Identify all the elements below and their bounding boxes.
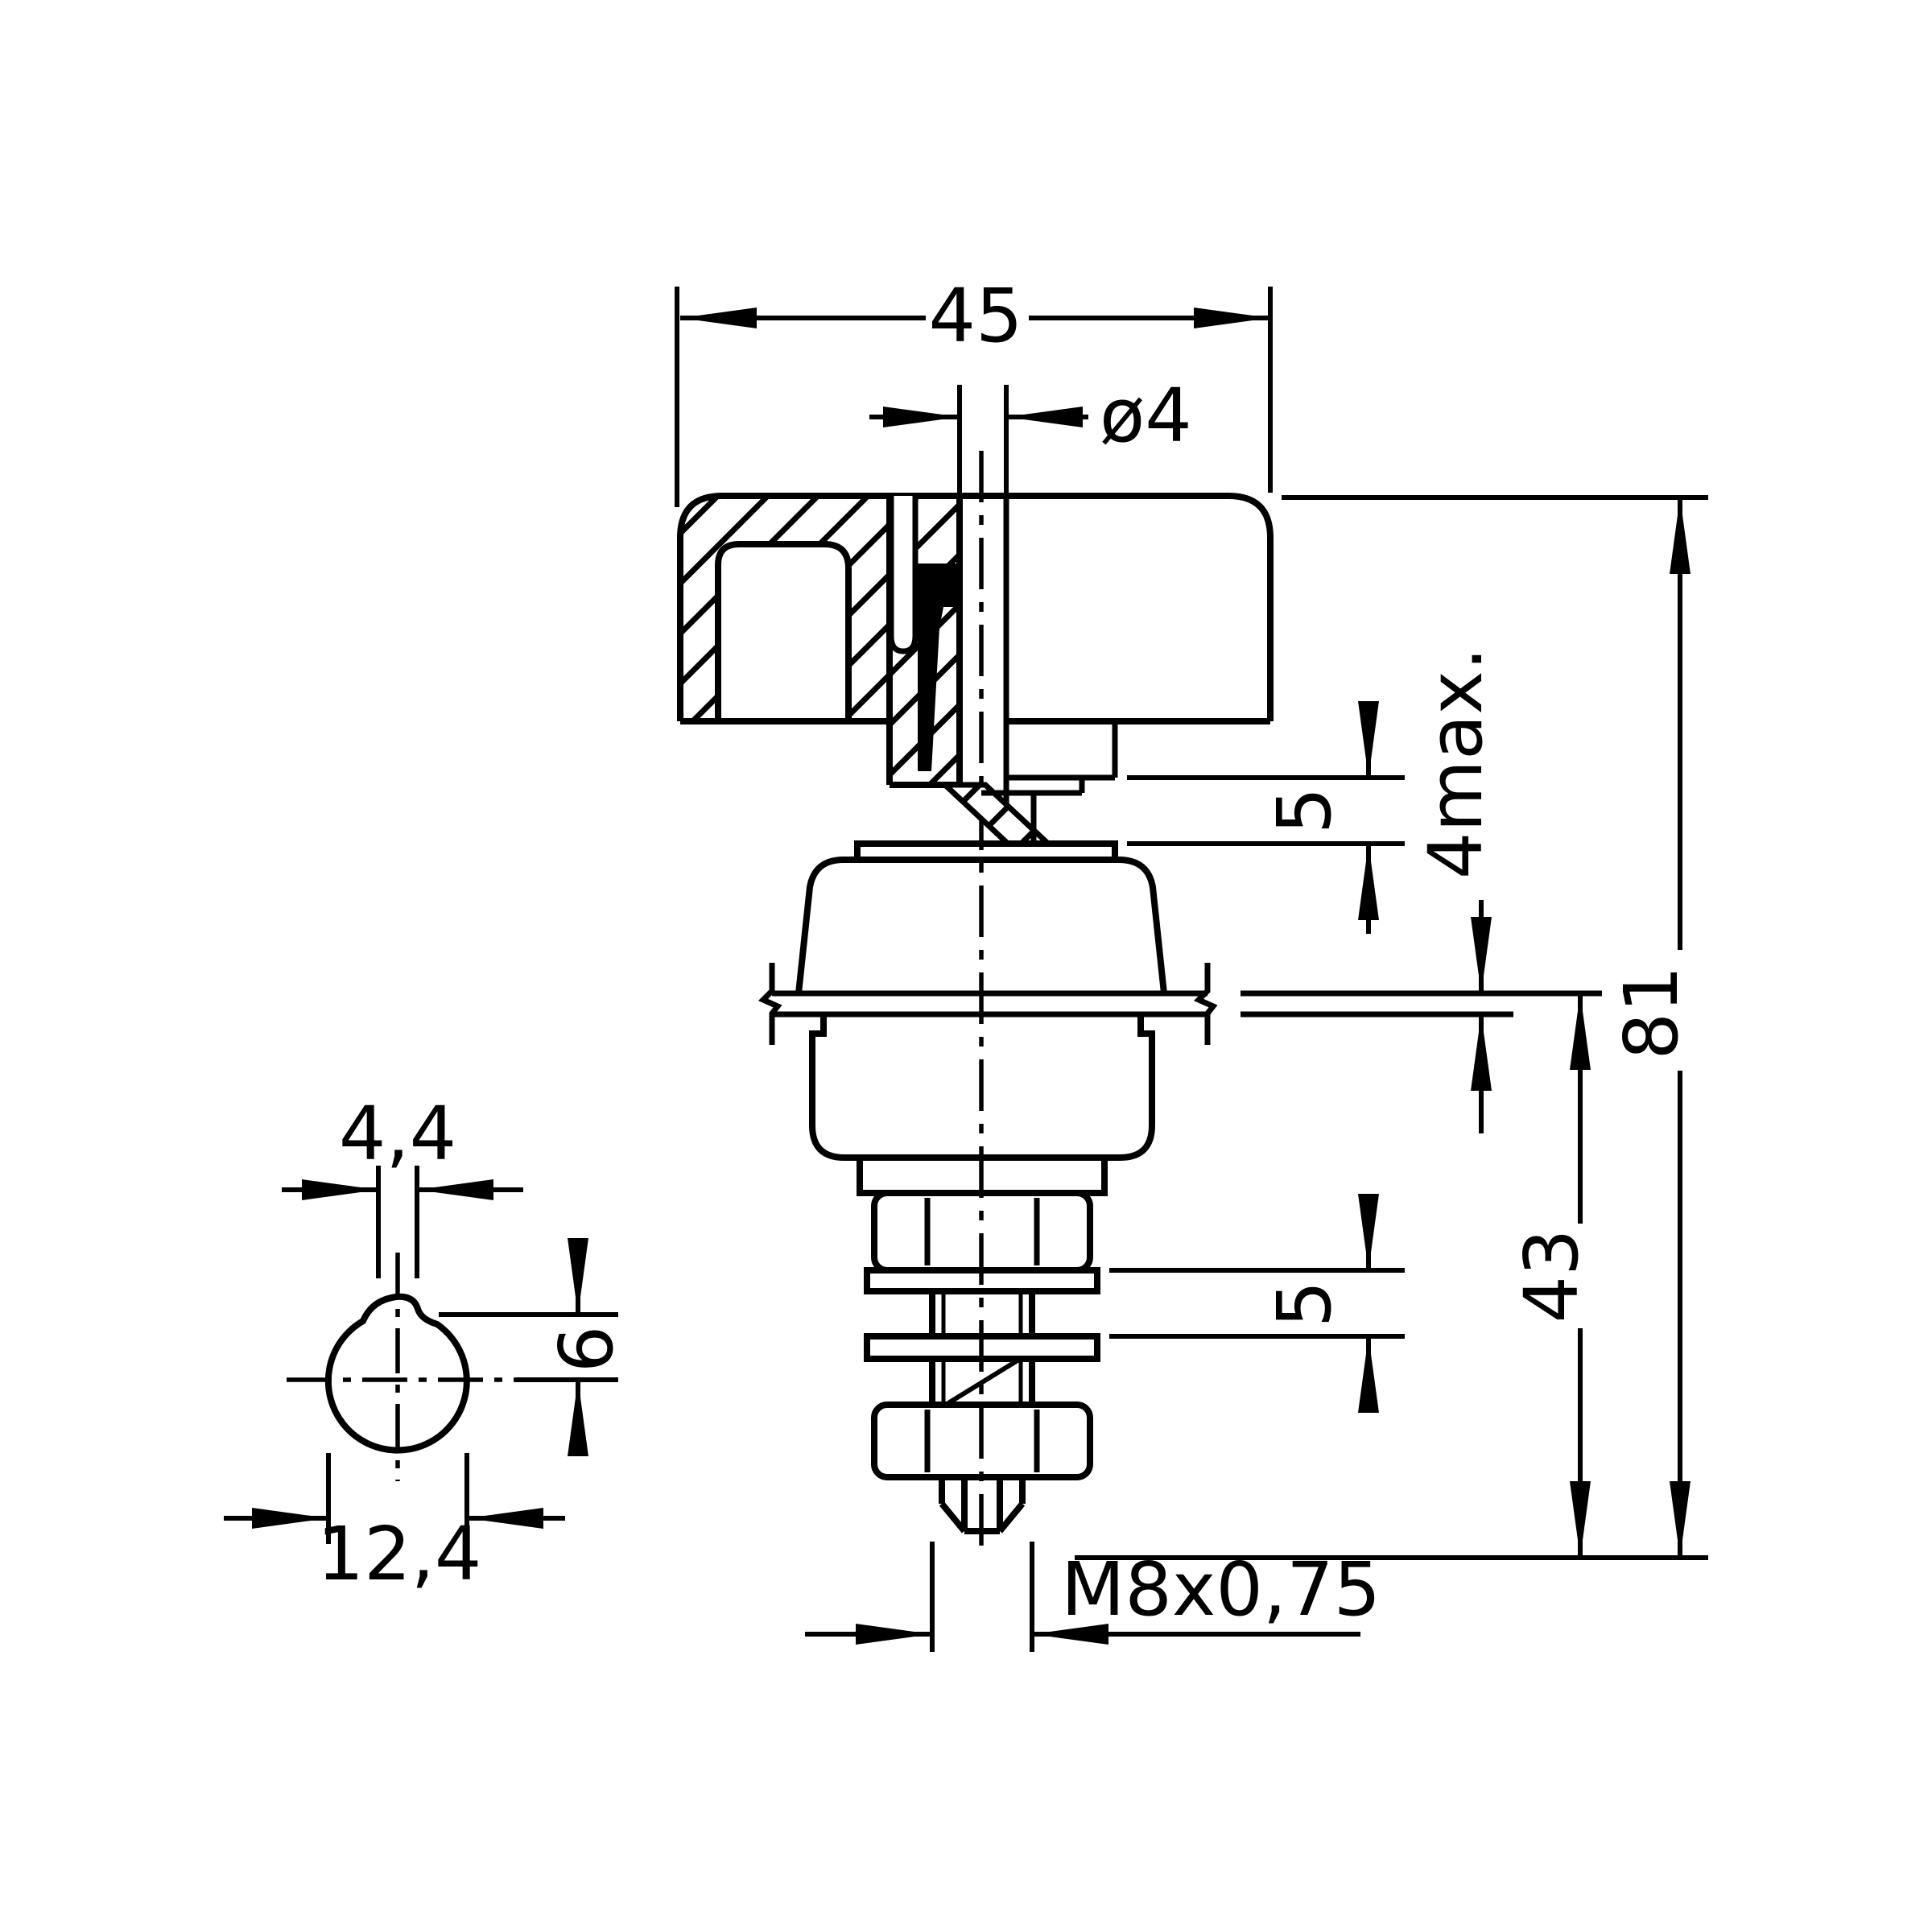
thread-runout — [947, 1358, 1019, 1406]
dim-jack-dia — [869, 385, 1088, 493]
solder-lug — [864, 1333, 1100, 1362]
dim-below-panel — [1570, 993, 1591, 1558]
cutout-shape — [324, 1293, 470, 1454]
stud-chamfer — [939, 1501, 1026, 1534]
dim-notch-w-label: 4,4 — [339, 1091, 456, 1177]
shaft-a-thread — [941, 1291, 1023, 1336]
stud — [939, 1477, 1026, 1531]
dim-notch-w — [282, 1166, 523, 1278]
dim-jack-dia-label: ø4 — [1100, 373, 1192, 459]
arrow-right — [1194, 308, 1270, 328]
shaft-b-thread — [941, 1359, 1023, 1405]
jack-slot — [888, 496, 919, 654]
under-knob-steps — [981, 721, 1118, 844]
dim-overall — [1075, 495, 1708, 1560]
contact-spring — [918, 564, 960, 771]
dim-gap-lower — [1109, 1194, 1405, 1413]
insulator-dome — [795, 857, 1167, 994]
knob-cavity — [715, 541, 852, 721]
shaft-a — [929, 1291, 1035, 1336]
dim-cutout-dia — [224, 1453, 565, 1544]
hex-nut-2 — [871, 1402, 1093, 1480]
arrow-left — [680, 308, 757, 328]
dim-width-label: 45 — [928, 273, 1022, 359]
knob-hatch-area — [680, 496, 890, 721]
dim-panel-max-label: 4max. — [1413, 647, 1499, 879]
panel-break-left — [758, 963, 782, 1045]
knob-outline — [677, 493, 1274, 721]
dim-notch-h-label: 6 — [543, 1326, 630, 1373]
dim-thread-label: M8x0,75 — [1061, 1546, 1381, 1633]
mounting-panel — [758, 963, 1602, 1045]
hex-nut-2-facets — [924, 1410, 1040, 1472]
dim-gap-lower-label: 5 — [1261, 1281, 1348, 1328]
shaft-b — [929, 1359, 1035, 1405]
dim-width — [675, 287, 1273, 507]
washer-2 — [864, 1267, 1100, 1294]
dim-panel-max — [1471, 900, 1492, 1133]
cutout-view — [287, 1253, 564, 1481]
dim-overall-label: 81 — [1608, 965, 1695, 1059]
hex-nut-1-facets — [924, 1198, 1040, 1265]
lower-body — [809, 1014, 1155, 1534]
dim-thread — [805, 1542, 1360, 1652]
panel-break-mid — [1193, 963, 1218, 1045]
dim-gap-upper — [1127, 701, 1405, 934]
dim-cutout-dia-label: 12,4 — [317, 1511, 482, 1597]
dim-gap-upper-label: 5 — [1261, 787, 1348, 835]
dim-notch-h — [439, 1238, 618, 1456]
knob-section — [677, 493, 1274, 847]
dim-below-panel-label: 43 — [1509, 1228, 1595, 1323]
